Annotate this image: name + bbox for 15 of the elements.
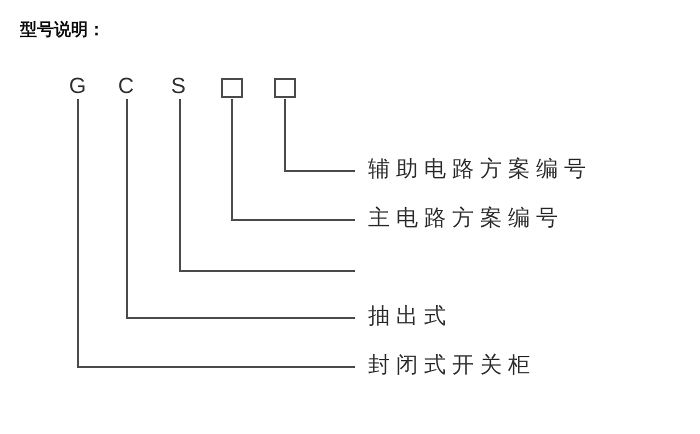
leader-line [284,98,355,172]
meaning-label: 主电路方案编号 [368,206,564,232]
code-letter: G [69,74,86,98]
placeholder-box [274,78,296,98]
leader-line [179,98,355,272]
meaning-label: 封闭式开关柜 [368,353,536,379]
leader-line [126,98,355,319]
meaning-label: 辅助电路方案编号 [368,157,592,183]
title: 型号说明： [20,19,105,41]
code-letter: C [118,74,134,98]
leader-line [77,98,355,368]
meaning-label: 抽出式 [368,304,452,330]
leader-line [231,98,355,221]
code-letter: S [171,74,186,98]
placeholder-box [221,78,243,98]
